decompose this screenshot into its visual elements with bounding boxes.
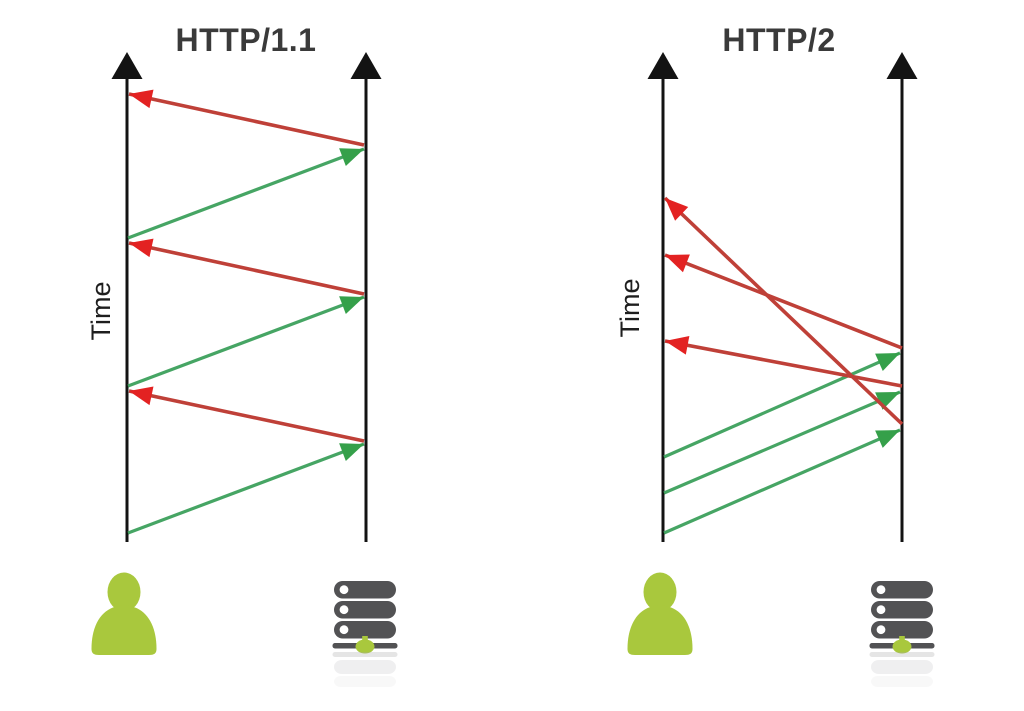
request-arrow-line bbox=[127, 295, 365, 388]
request-arrow-line bbox=[663, 428, 901, 535]
time-axis-arrowhead bbox=[886, 52, 918, 79]
time-axis-label: Time bbox=[86, 281, 116, 341]
time-axis-arrowhead bbox=[350, 52, 382, 79]
response-arrow-line bbox=[128, 241, 365, 296]
response-arrowhead bbox=[665, 198, 689, 221]
request-arrowhead bbox=[339, 148, 364, 167]
response-arrowhead bbox=[129, 238, 154, 258]
response-arrow-line bbox=[128, 389, 365, 443]
time-axis-arrowhead bbox=[111, 52, 143, 79]
response-arrow-line bbox=[128, 92, 365, 147]
response-arrowhead bbox=[129, 89, 154, 109]
response-arrowhead bbox=[665, 254, 690, 273]
response-arrow-line bbox=[663, 196, 904, 426]
request-arrow-line bbox=[663, 390, 901, 495]
time-axis-arrowhead bbox=[647, 52, 679, 79]
client-person-icon bbox=[91, 572, 157, 655]
request-arrow-line bbox=[663, 351, 901, 459]
response-arrow-line bbox=[664, 339, 903, 388]
response-arrow-line bbox=[664, 253, 903, 350]
request-arrowhead bbox=[875, 430, 900, 448]
response-arrowhead bbox=[129, 386, 154, 406]
client-person-icon bbox=[627, 572, 693, 655]
diagram-title-http2: HTTP/2 bbox=[722, 22, 836, 58]
request-arrowhead bbox=[339, 296, 364, 315]
server-server-icon bbox=[869, 581, 935, 687]
request-arrow-line bbox=[127, 147, 365, 240]
diagram-title-http11: HTTP/1.1 bbox=[175, 22, 317, 58]
server-server-icon bbox=[332, 581, 398, 687]
request-arrowhead bbox=[339, 443, 364, 462]
response-arrowhead bbox=[665, 335, 690, 355]
time-axis-label: Time bbox=[615, 278, 645, 338]
request-arrow-line bbox=[127, 442, 365, 535]
request-arrowhead bbox=[875, 353, 900, 371]
